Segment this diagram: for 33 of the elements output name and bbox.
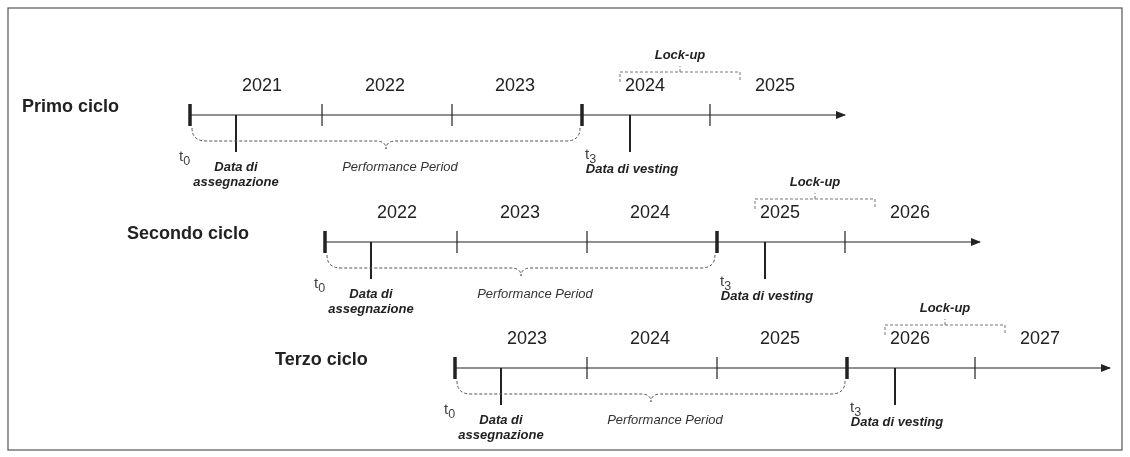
year-label: 2023 <box>507 328 547 349</box>
lockup-label: Lock-up <box>789 175 841 190</box>
period-label: Performance Period <box>342 160 458 175</box>
period-label: Performance Period <box>477 287 593 302</box>
year-label: 2022 <box>377 202 417 223</box>
year-label: 2027 <box>1020 328 1060 349</box>
year-label: 2025 <box>755 75 795 96</box>
time-label: t$_{0}$ <box>179 147 191 169</box>
event-label: Data di assegnazione <box>192 160 280 190</box>
row-title: Primo ciclo <box>22 96 120 117</box>
lockup-label: Lock-up <box>919 301 971 316</box>
time-label: t$_{0}$ <box>314 274 326 296</box>
year-label: 2024 <box>630 202 670 223</box>
event-label: Data di vesting <box>585 162 679 177</box>
year-label: 2025 <box>760 328 800 349</box>
year-label: 2022 <box>365 75 405 96</box>
year-label: 2023 <box>495 75 535 96</box>
row-title: Secondo ciclo <box>127 223 250 244</box>
event-label: Data di vesting <box>850 415 944 430</box>
event-label: Data di assegnazione <box>457 413 545 443</box>
year-label: 2023 <box>500 202 540 223</box>
event-label: Data di vesting <box>720 289 814 304</box>
year-label: 2025 <box>760 202 800 223</box>
time-label: t$_{0}$ <box>444 400 456 422</box>
year-label: 2026 <box>890 202 930 223</box>
year-label: 2021 <box>242 75 282 96</box>
year-label: 2024 <box>630 328 670 349</box>
year-label: 2026 <box>890 328 930 349</box>
period-label: Performance Period <box>607 413 723 428</box>
year-label: 2024 <box>625 75 665 96</box>
lockup-label: Lock-up <box>654 48 706 63</box>
event-label: Data di assegnazione <box>327 287 415 317</box>
row-title: Terzo ciclo <box>275 349 368 370</box>
